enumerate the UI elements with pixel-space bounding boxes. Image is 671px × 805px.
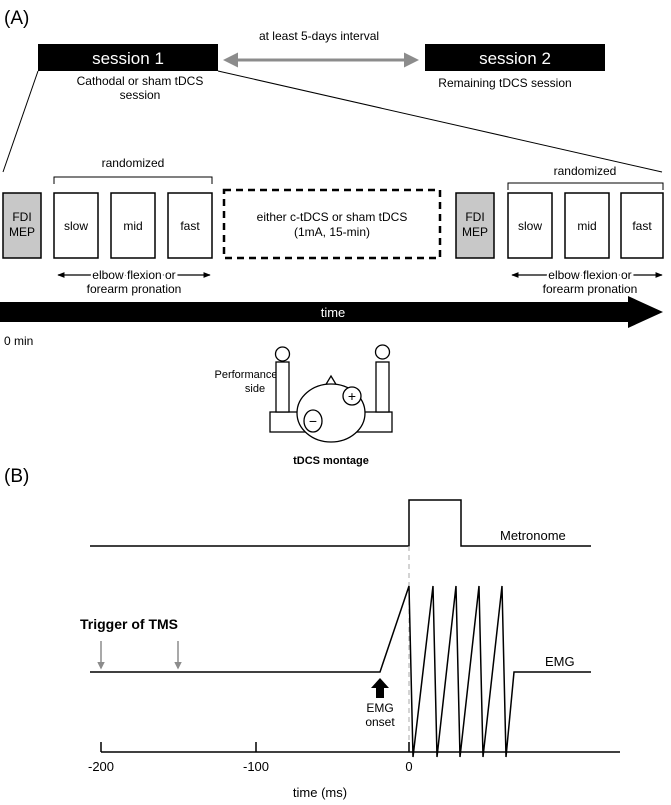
emg-label: EMG — [545, 654, 575, 669]
session-2-box — [425, 44, 605, 71]
right-block: FDI MEP randomized slow mid fast elbow f… — [455, 164, 664, 296]
right-randomized-label: randomized — [554, 164, 617, 178]
stimulation-box — [222, 188, 442, 260]
start-label: 0 min — [4, 334, 33, 348]
montage-title: tDCS montage — [293, 455, 369, 467]
left-block: FDI MEP randomized slow mid fast elbow f… — [2, 156, 213, 296]
right-mep-line1: FDI — [465, 210, 484, 224]
emg-onset-line1: EMG — [366, 701, 393, 715]
left-task-fast-box — [167, 192, 213, 259]
left-task-slow: slow — [64, 219, 88, 233]
panel-b-label: (B) — [4, 466, 29, 487]
tick-label-minus-200: -200 — [88, 759, 114, 774]
left-randomized-label: randomized — [102, 156, 165, 170]
session-2-caption: Remaining tDCS session — [438, 76, 571, 90]
performance-side-line1: Performance — [215, 369, 278, 381]
right-task-slow-box — [507, 192, 553, 259]
right-task-fast-box — [620, 192, 664, 259]
metronome-trace — [90, 499, 591, 547]
left-mep-line2: MEP — [9, 225, 35, 239]
interval-text: at least 5-days interval — [259, 29, 379, 43]
timeline-label: time — [321, 305, 346, 320]
right-arm — [375, 361, 390, 413]
right-movement-line1: elbow flexion or — [548, 268, 631, 282]
session-1-title: session 1 — [92, 49, 164, 68]
session-1: session 1 Cathodal or sham tDCS session — [38, 44, 218, 102]
tick-label-minus-100: -100 — [243, 759, 269, 774]
performance-side-line2: side — [245, 383, 265, 395]
stimulation-line1: either c-tDCS or sham tDCS — [257, 210, 408, 224]
emg-onset-arrow — [371, 678, 389, 698]
left-task-mid: mid — [123, 219, 142, 233]
session-2-title: session 2 — [479, 49, 551, 68]
stimulation-line2: (1mA, 15-min) — [294, 225, 370, 239]
tick-label-0: 0 — [405, 759, 412, 774]
right-mep-box — [455, 192, 495, 259]
session-1-caption-line1: Cathodal or sham tDCS — [77, 74, 204, 88]
timeline-arrow — [0, 296, 663, 328]
right-movement-line2: forearm pronation — [543, 282, 638, 296]
right-task-fast: fast — [632, 219, 652, 233]
right-randomized-bracket — [507, 182, 664, 190]
session-1-caption-line2: session — [120, 88, 161, 102]
right-task-mid: mid — [577, 219, 596, 233]
emg-onset-line2: onset — [365, 715, 395, 729]
left-mep-box — [2, 192, 42, 259]
anode-plus: + — [348, 388, 356, 404]
anode-electrode — [342, 386, 362, 406]
panel-a-label: (A) — [4, 8, 29, 29]
zoom-line-left — [2, 70, 39, 173]
session-2: session 2 Remaining tDCS session — [425, 44, 605, 90]
left-randomized-bracket — [53, 176, 213, 184]
session-1-box — [38, 44, 218, 71]
time-axis-label: time (ms) — [293, 785, 347, 800]
cathode-electrode — [303, 409, 323, 433]
right-hand — [374, 344, 391, 360]
right-mep-line2: MEP — [462, 225, 488, 239]
left-task-mid-box — [110, 192, 156, 259]
left-movement-line2: forearm pronation — [87, 282, 182, 296]
left-movement-line1: elbow flexion or — [92, 268, 175, 282]
left-task-slow-box — [53, 192, 99, 259]
left-mep-line1: FDI — [12, 210, 31, 224]
left-task-fast: fast — [180, 219, 200, 233]
tdcs-montage: Performance side + − tDCS montage — [215, 344, 393, 467]
trigger-label: Trigger of TMS — [80, 616, 178, 632]
zoom-line-right — [217, 70, 663, 173]
cathode-minus: − — [309, 413, 317, 429]
metronome-label: Metronome — [500, 528, 566, 543]
left-arm — [275, 361, 290, 413]
left-hand — [274, 346, 291, 362]
right-task-slow: slow — [518, 219, 542, 233]
emg-trace — [90, 585, 591, 758]
right-task-mid-box — [564, 192, 610, 259]
